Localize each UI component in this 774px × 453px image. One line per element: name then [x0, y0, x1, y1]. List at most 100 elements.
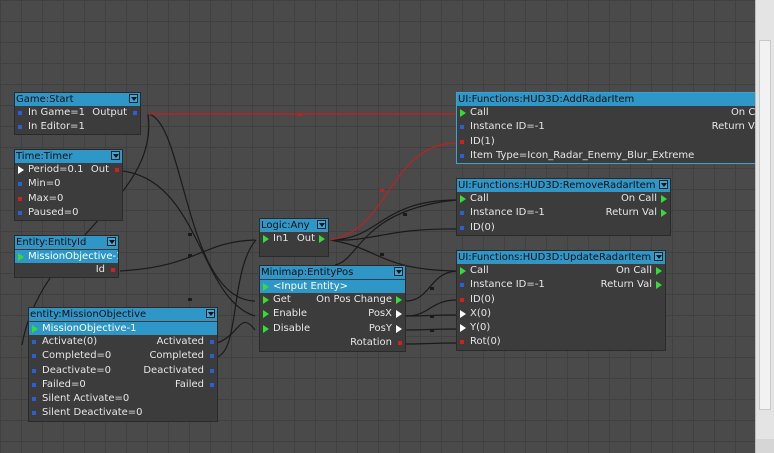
node-mission-objective[interactable]: entity:MissionObjective MissionObjective… — [28, 307, 218, 422]
arrow-right-icon[interactable] — [18, 166, 24, 174]
node-port-row: Rotation — [260, 336, 405, 350]
node-title[interactable]: UI:Functions:HUD3D:AddRadarItem — [457, 93, 755, 106]
arrow-right-icon[interactable] — [263, 283, 269, 291]
node-port-row: Disable PosY — [260, 322, 405, 336]
arrow-right-icon[interactable] — [396, 324, 402, 333]
pin-icon[interactable] — [210, 354, 214, 359]
node-title[interactable]: UI:Functions:HUD3D:RemoveRadarItem — [457, 179, 670, 192]
node-port-row: Failed=0 Failed — [29, 378, 217, 392]
node-port-row: Rot(0) — [457, 335, 665, 349]
chevron-down-icon[interactable] — [654, 252, 663, 261]
arrow-right-icon[interactable] — [319, 235, 325, 243]
pin-icon[interactable] — [32, 397, 36, 402]
node-port-row: Deactivate=0 Deactivated — [29, 364, 217, 378]
node-entity-pos[interactable]: Minimap:EntityPos <Input Entity> Get On … — [259, 265, 406, 352]
node-title[interactable]: UI:Functions:HUD3D:UpdateRadarItem — [457, 251, 665, 264]
arrow-right-icon[interactable] — [263, 296, 269, 304]
wire — [405, 314, 458, 317]
pin-icon[interactable] — [460, 340, 464, 345]
pin-icon[interactable] — [460, 211, 464, 216]
wire — [405, 342, 458, 345]
wire-highlight — [329, 142, 458, 241]
entity-field[interactable]: <Input Entity> — [260, 280, 405, 293]
arrow-right-icon[interactable] — [263, 310, 269, 319]
arrow-right-icon[interactable] — [460, 324, 466, 333]
pin-icon[interactable] — [18, 125, 22, 130]
wire — [216, 322, 256, 344]
node-title[interactable]: Minimap:EntityPos — [260, 266, 405, 279]
pin-icon[interactable] — [210, 382, 214, 387]
arrow-right-icon[interactable] — [18, 253, 24, 261]
pin-icon[interactable] — [111, 268, 115, 272]
chevron-down-icon[interactable] — [659, 180, 668, 189]
node-game-start[interactable]: Game:Start In Game=1 Output In Editor=1 — [14, 92, 141, 135]
scrollbar-corner — [756, 439, 774, 453]
wire — [147, 113, 256, 302]
chevron-down-icon[interactable] — [394, 267, 403, 276]
chevron-down-icon[interactable] — [129, 94, 138, 103]
wire — [216, 239, 257, 358]
node-port-row: Y(0) — [457, 321, 665, 335]
node-port-row: Id — [15, 263, 118, 277]
pin-icon[interactable] — [18, 111, 22, 115]
arrow-right-icon[interactable] — [460, 109, 466, 117]
pin-icon[interactable] — [210, 368, 214, 373]
arrow-right-icon[interactable] — [263, 324, 269, 333]
chevron-down-icon[interactable] — [107, 237, 116, 246]
node-entity-id[interactable]: Entity:EntityId MissionObjective-1 Id — [14, 235, 119, 278]
pin-icon[interactable] — [460, 225, 464, 230]
pin-icon[interactable] — [133, 111, 137, 115]
chevron-down-icon[interactable] — [317, 220, 326, 229]
arrow-right-icon[interactable] — [263, 235, 269, 243]
node-time-timer[interactable]: Time:Timer Period=0.1 Out Min=0 Max=0 Pa… — [14, 149, 123, 221]
chevron-down-icon[interactable] — [111, 151, 120, 160]
pin-icon[interactable] — [460, 125, 464, 130]
node-title[interactable]: Logic:Any — [260, 219, 328, 232]
pin-icon[interactable] — [460, 153, 464, 158]
arrow-right-icon[interactable] — [460, 195, 466, 203]
node-add-radar-item[interactable]: UI:Functions:HUD3D:AddRadarItem Call On … — [456, 92, 756, 164]
node-port-row: Min=0 — [15, 177, 122, 191]
scrollbar-thumb[interactable] — [759, 40, 771, 410]
pin-icon[interactable] — [18, 182, 22, 187]
pin-icon[interactable] — [398, 340, 402, 345]
node-logic-any[interactable]: Logic:Any In1 Out — [259, 218, 329, 257]
pin-icon[interactable] — [210, 340, 214, 344]
arrow-right-icon[interactable] — [396, 296, 402, 304]
pin-icon[interactable] — [32, 354, 36, 359]
node-title[interactable]: Time:Timer — [15, 150, 122, 163]
pin-icon[interactable] — [18, 210, 22, 215]
wire — [329, 199, 458, 241]
arrow-right-icon[interactable] — [460, 267, 466, 275]
pin-icon[interactable] — [460, 297, 464, 302]
pin-icon[interactable] — [32, 368, 36, 373]
pin-icon[interactable] — [32, 411, 36, 416]
arrow-right-icon[interactable] — [661, 209, 667, 218]
node-title[interactable]: entity:MissionObjective — [29, 308, 217, 321]
node-update-radar-item[interactable]: UI:Functions:HUD3D:UpdateRadarItem Call … — [456, 250, 666, 351]
arrow-right-icon[interactable] — [661, 195, 667, 203]
pin-icon[interactable] — [32, 340, 36, 344]
arrow-right-icon[interactable] — [656, 281, 662, 290]
node-title[interactable]: Game:Start — [15, 93, 140, 106]
pin-icon[interactable] — [460, 139, 464, 144]
entity-field[interactable]: MissionObjective-1 — [29, 322, 217, 335]
node-port-row: Period=0.1 Out — [15, 163, 122, 177]
node-remove-radar-item[interactable]: UI:Functions:HUD3D:RemoveRadarItem Call … — [456, 178, 671, 236]
node-port-row: Enable PosX — [260, 307, 405, 321]
node-port-row: In1 Out — [260, 232, 328, 246]
vertical-scrollbar[interactable] — [755, 0, 774, 453]
arrow-right-icon[interactable] — [460, 309, 466, 318]
pin-icon[interactable] — [18, 196, 22, 201]
arrow-right-icon[interactable] — [656, 267, 662, 275]
entity-field[interactable]: MissionObjective-1 — [15, 250, 118, 263]
node-title[interactable]: Entity:EntityId — [15, 236, 118, 249]
pin-icon[interactable] — [32, 382, 36, 387]
chevron-down-icon[interactable] — [206, 309, 215, 318]
arrow-right-icon[interactable] — [32, 325, 38, 333]
node-port-row: Call On Call — [457, 192, 670, 206]
arrow-right-icon[interactable] — [396, 310, 402, 319]
pin-icon[interactable] — [115, 168, 119, 172]
pin-icon[interactable] — [460, 283, 464, 288]
